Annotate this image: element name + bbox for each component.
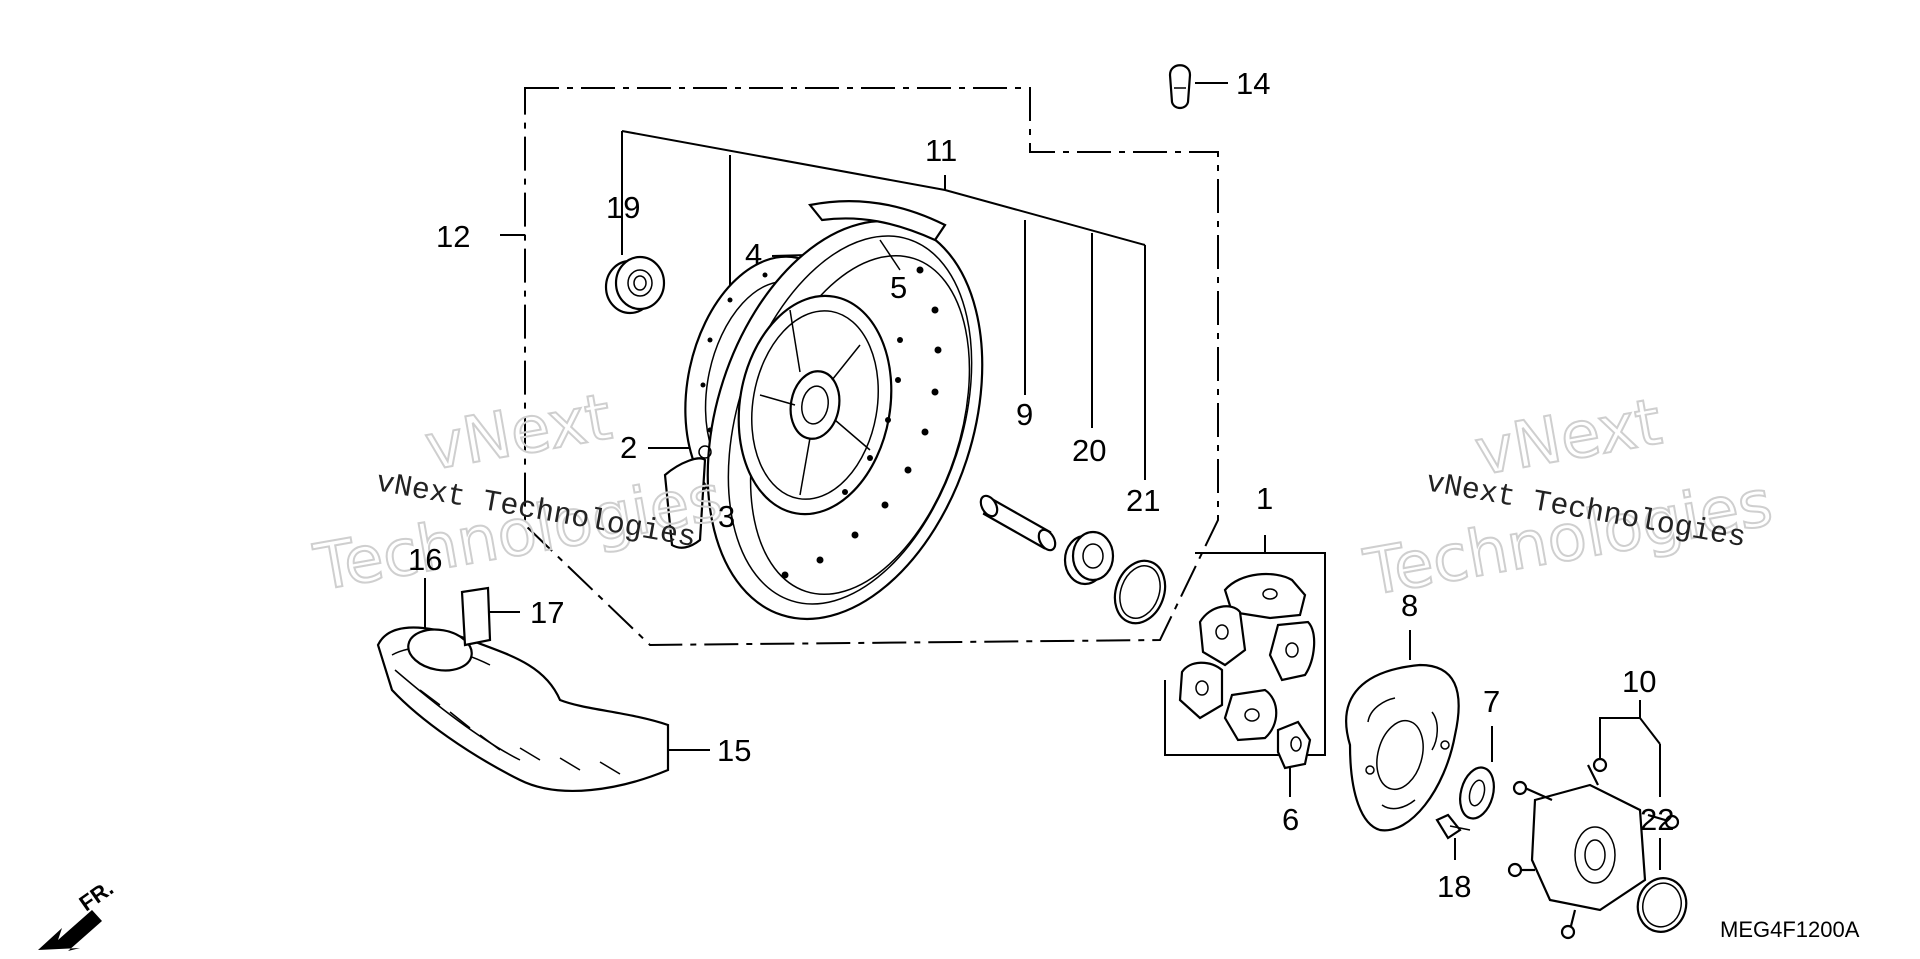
flange-plate-8 [1345, 663, 1460, 832]
fr-label: FR. [75, 875, 118, 916]
o-ring-22 [1636, 877, 1688, 933]
callout-2: 2 [620, 430, 637, 465]
bearing-19 [604, 255, 666, 315]
callout-22: 22 [1640, 802, 1674, 837]
rear-wheel-11 [684, 219, 984, 621]
callout-17: 17 [530, 595, 564, 630]
callout-8: 8 [1401, 588, 1418, 623]
callout-16: 16 [408, 542, 442, 577]
callout-labels: 1 2 3 4 5 6 7 8 9 10 11 12 14 15 16 17 1… [408, 66, 1674, 904]
front-direction-arrow: FR. [38, 875, 118, 951]
callout-7: 7 [1483, 684, 1500, 719]
o-ring-21 [1113, 559, 1167, 625]
callout-19: 19 [606, 190, 640, 225]
valve-cap-14 [1168, 64, 1192, 110]
callout-15: 15 [717, 733, 751, 768]
collar-6 [1276, 720, 1312, 770]
callout-5: 5 [890, 270, 907, 305]
bearing-20 [1063, 530, 1115, 586]
callout-18: 18 [1437, 869, 1471, 904]
callout-10: 10 [1622, 664, 1656, 699]
callout-3: 3 [718, 499, 735, 534]
rim-band-17 [460, 586, 492, 647]
callout-9: 9 [1016, 397, 1033, 432]
callout-6: 6 [1282, 802, 1299, 837]
callout-21: 21 [1126, 483, 1160, 518]
callout-4: 4 [745, 237, 762, 272]
callout-12: 12 [436, 219, 470, 254]
callout-11: 11 [925, 133, 957, 168]
watermark-right: vNext Technologies vNext Technologies [1358, 384, 1779, 612]
collar-9 [979, 494, 1057, 552]
svg-text:vNext: vNext [1470, 385, 1667, 490]
bolt-18 [1435, 813, 1471, 840]
callout-1: 1 [1256, 481, 1273, 516]
watermark-left: vNext Technologies vNext Technologies [308, 379, 729, 607]
rim-holes [700, 266, 942, 579]
svg-text:vNext: vNext [420, 380, 617, 485]
assembly-12-boundary [524, 87, 1219, 647]
inner-tube-16 [407, 628, 473, 672]
callout-14: 14 [1236, 66, 1270, 101]
rim-clip-2-3 [663, 445, 712, 549]
washer-7 [1459, 766, 1495, 820]
diagram-code: MEG4F1200A [1720, 917, 1860, 942]
damper-rubber-1 [1178, 573, 1316, 742]
rim-clip-4-5 [808, 199, 947, 271]
driven-flange-10 [1507, 757, 1680, 940]
callout-20: 20 [1072, 433, 1106, 468]
